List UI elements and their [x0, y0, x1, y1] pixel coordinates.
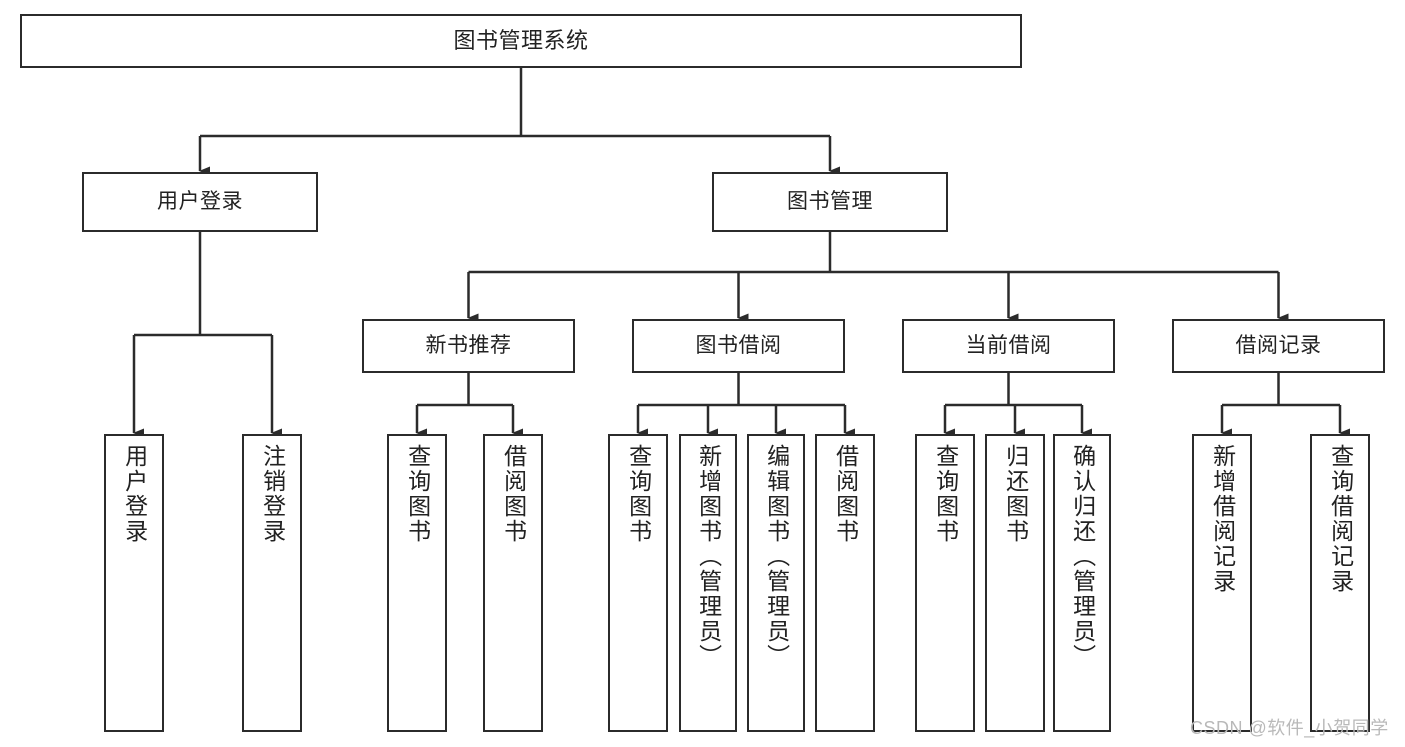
node-label: 图书管理系统 — [453, 27, 589, 53]
node-leaf-edit-book[interactable]: 编辑图书（管理员） — [747, 434, 805, 732]
node-label: 查询图书 — [625, 444, 652, 544]
node-label: 用户登录 — [157, 189, 243, 213]
node-label: 新增借阅记录 — [1209, 444, 1236, 594]
node-label: 借阅图书 — [500, 444, 527, 544]
node-leaf-return-book[interactable]: 归还图书 — [985, 434, 1045, 732]
node-current-borrow[interactable]: 当前借阅 — [902, 319, 1115, 373]
node-label: 查询借阅记录 — [1327, 444, 1354, 594]
node-leaf-borrow-book-1[interactable]: 借阅图书 — [483, 434, 543, 732]
node-user-login[interactable]: 用户登录 — [82, 172, 318, 232]
node-book-manage[interactable]: 图书管理 — [712, 172, 948, 232]
node-new-book-rec[interactable]: 新书推荐 — [362, 319, 575, 373]
node-label: 借阅图书 — [832, 444, 859, 544]
node-label: 新书推荐 — [425, 333, 512, 357]
node-leaf-user-login[interactable]: 用户登录 — [104, 434, 164, 732]
node-leaf-query-book-2[interactable]: 查询图书 — [608, 434, 668, 732]
node-label: 查询图书 — [404, 444, 431, 544]
node-label: 查询图书 — [932, 444, 959, 544]
node-borrow-record[interactable]: 借阅记录 — [1172, 319, 1385, 373]
node-leaf-borrow-book-2[interactable]: 借阅图书 — [815, 434, 875, 732]
node-book-borrow[interactable]: 图书借阅 — [632, 319, 845, 373]
node-leaf-logout[interactable]: 注销登录 — [242, 434, 302, 732]
node-label: 归还图书 — [1002, 444, 1029, 544]
node-leaf-query-book-1[interactable]: 查询图书 — [387, 434, 447, 732]
node-leaf-add-book[interactable]: 新增图书（管理员） — [679, 434, 737, 732]
node-leaf-query-book-3[interactable]: 查询图书 — [915, 434, 975, 732]
node-label: 新增图书（管理员） — [695, 444, 722, 669]
node-label: 注销登录 — [259, 444, 286, 544]
node-label: 确认归还（管理员） — [1069, 444, 1096, 669]
node-label: 图书借阅 — [695, 333, 782, 357]
node-root[interactable]: 图书管理系统 — [20, 14, 1022, 68]
edge-lines — [132, 68, 1350, 438]
node-leaf-confirm-return[interactable]: 确认归还（管理员） — [1053, 434, 1111, 732]
node-label: 编辑图书（管理员） — [763, 444, 790, 669]
node-leaf-query-record[interactable]: 查询借阅记录 — [1310, 434, 1370, 732]
node-label: 图书管理 — [787, 189, 873, 213]
node-leaf-add-record[interactable]: 新增借阅记录 — [1192, 434, 1252, 732]
node-label: 用户登录 — [121, 444, 148, 544]
watermark-text: CSDN @软件_小贺同学 — [1190, 718, 1389, 738]
node-label: 借阅记录 — [1235, 333, 1322, 357]
node-label: 当前借阅 — [965, 333, 1052, 357]
